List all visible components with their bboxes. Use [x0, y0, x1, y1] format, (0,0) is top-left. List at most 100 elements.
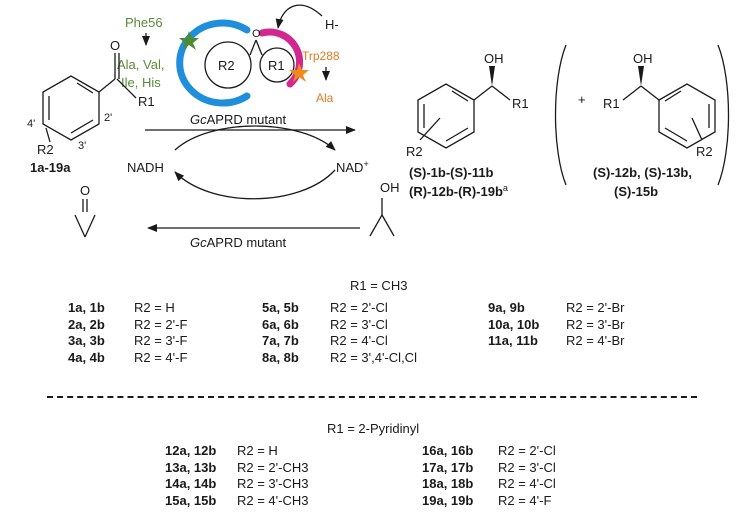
table-row: 13a, 13b R2 = 2'-CH3 — [165, 460, 308, 477]
substituent: R2 = H — [237, 443, 278, 458]
enzyme-pocket-diagram: Phe56 Ala, Val, Ile, His R2 R1 O H- Trp2… — [117, 4, 340, 107]
table-row: 6a, 6b R2 = 3'-Cl — [262, 317, 417, 334]
substrate-pos-4: 4' — [27, 118, 35, 130]
substituent: R2 = 2'-Br — [566, 300, 625, 315]
alt-product-label-line1: (S)-12b, (S)-13b, — [593, 165, 692, 180]
product-benzene-ring — [417, 83, 475, 149]
compound-id: 12a, 12b — [165, 443, 217, 458]
substituent: R2 = 2'-F — [134, 316, 188, 332]
substituent: R2 = 4'-CH3 — [237, 492, 309, 508]
plus-sign: + — [578, 92, 586, 107]
trp288-star-icon — [289, 63, 309, 82]
substituent: R2 = 3'-Cl — [498, 459, 556, 475]
table-row: 2a, 2b R2 = 2'-F — [68, 317, 187, 334]
table-row: 11a, 11b R2 = 4'-Br — [488, 333, 624, 350]
product-label-line1: (S)-1b-(S)-11b — [409, 165, 494, 180]
forward-reaction: GcAPRD mutant NADH NAD+ — [127, 112, 369, 200]
nad-label: NAD+ — [336, 159, 369, 175]
product-oh: OH — [484, 51, 504, 66]
substrate-label: 1a-19a — [30, 160, 71, 175]
section-divider — [47, 396, 697, 398]
acetone-oxygen: O — [80, 183, 90, 198]
r1-group-label: R1 — [268, 58, 285, 73]
compound-id: 17a, 17b — [422, 459, 474, 475]
cosubstrate-reaction: O GcAPRD mutant OH — [74, 180, 400, 250]
compound-id: 13a, 13b — [165, 459, 217, 475]
cofactor-arc-top — [174, 125, 336, 151]
forward-catalyst-label: GcAPRD mutant — [190, 112, 286, 127]
compound-id: 11a, 11b — [488, 333, 538, 348]
substituent: R2 = 4'-Br — [566, 333, 625, 348]
table-row: 7a, 7b R2 = 4'-Cl — [262, 333, 417, 350]
table-row: 1a, 1b R2 = H — [68, 300, 187, 317]
carbonyl-bond-2 — [255, 39, 263, 56]
isopropanol-oh: OH — [380, 180, 400, 195]
substituent: R2 = 3'-Cl — [330, 316, 388, 332]
substituent: R2 = 4'-Cl — [498, 476, 556, 491]
phe56-star-icon — [179, 31, 199, 50]
substituent: R2 = 2'-CH3 — [237, 459, 309, 475]
substituent: R2 = 3'-CH3 — [237, 476, 309, 491]
substrate-structure: O R1 2' 3' 4' R2 1a-19a — [27, 38, 155, 175]
phe56-mutations-line2: Ile, His — [121, 75, 161, 90]
carbonyl-bond — [249, 39, 257, 56]
carbonyl-oxygen: O — [252, 28, 261, 40]
compound-id: 9a, 9b — [488, 300, 525, 315]
substrate-r2: R2 — [37, 142, 54, 157]
substrate-benzene-ring — [42, 75, 100, 141]
product-stereo-wedge — [489, 66, 495, 86]
section1-col2: 5a, 5b R2 = 2'-Cl 6a, 6b R2 = 3'-Cl 7a, 7b… — [262, 300, 417, 366]
hydride-attack-arrow — [275, 4, 323, 29]
section1-header: R1 = CH3 — [350, 278, 408, 293]
table-row: 15a, 15b R2 = 4'-CH3 — [165, 493, 308, 510]
substituent: R2 = H — [134, 300, 175, 315]
substituent: R2 = 4'-F — [134, 349, 188, 365]
compound-id: 19a, 19b — [422, 492, 474, 508]
substituent: R2 = 2'-Cl — [330, 300, 388, 315]
compound-id: 16a, 16b — [422, 443, 474, 458]
product-structure: OH R1 R2 (S)-1b-(S)-11b (R)-12b-(R)-19ba — [406, 51, 529, 199]
section2-col1: 12a, 12b R2 = H 13a, 13b R2 = 2'-CH3 14a, … — [165, 443, 308, 509]
right-parenthesis — [717, 44, 730, 186]
compound-id: 1a, 1b — [68, 300, 105, 315]
nadh-label: NADH — [127, 160, 164, 175]
substituent: R2 = 4'-Cl — [330, 333, 388, 348]
section2-col2: 16a, 16b R2 = 2'-Cl 17a, 17b R2 = 3'-Cl 18… — [422, 443, 556, 509]
substrate-pos-3: 3' — [78, 140, 86, 152]
product-r1: R1 — [512, 96, 529, 111]
r2-group-circle — [204, 41, 252, 89]
reverse-catalyst-label: GcAPRD mutant — [190, 235, 286, 250]
section2-header: R1 = 2-Pyridinyl — [327, 421, 420, 436]
alt-product-r1: R1 — [603, 96, 620, 111]
hydride-label: H- — [325, 17, 339, 32]
substrate-carbonyl-link — [98, 78, 116, 93]
alt-product-label-line2: (S)-15b — [614, 184, 658, 199]
compound-id: 5a, 5b — [262, 300, 299, 315]
phe56-label: Phe56 — [125, 15, 163, 30]
compound-id: 15a, 15b — [165, 492, 217, 508]
table-row: 14a, 14b R2 = 3'-CH3 — [165, 476, 308, 493]
large-pocket-arc — [176, 19, 251, 107]
table-row: 5a, 5b R2 = 2'-Cl — [262, 300, 417, 317]
substituent: R2 = 2'-Cl — [498, 443, 556, 458]
alt-product-benzene-ring — [658, 83, 716, 149]
table-row: 16a, 16b R2 = 2'-Cl — [422, 443, 556, 460]
substrate-oxygen: O — [110, 38, 120, 53]
alt-product-structure: + R1 OH R2 (S)-12b, (S)-13b, (S)-15b — [554, 44, 730, 199]
product-r2: R2 — [406, 144, 423, 159]
compound-id: 7a, 7b — [262, 333, 299, 348]
substituent: R2 = 3'-F — [134, 333, 188, 348]
compound-id: 14a, 14b — [165, 476, 217, 491]
compound-id: 2a, 2b — [68, 316, 105, 332]
cofactor-arc-bottom — [174, 169, 336, 200]
compound-id: 6a, 6b — [262, 316, 299, 332]
alt-product-oh: OH — [633, 51, 653, 66]
r2-group-label: R2 — [218, 58, 235, 73]
